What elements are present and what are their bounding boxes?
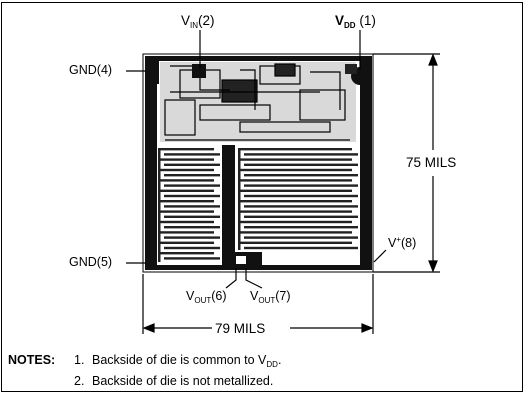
comb-rail <box>158 148 161 262</box>
comb-finger <box>238 148 352 151</box>
comb-finger <box>244 184 358 187</box>
note-number-2: 2. <box>74 374 85 388</box>
comb-finger <box>158 241 214 244</box>
height-arrow-bottom <box>428 260 438 273</box>
comb-finger <box>244 194 358 198</box>
pin-label-gnd4: GND(4) <box>69 63 113 77</box>
comb-finger <box>158 210 214 213</box>
comb-finger <box>244 215 358 218</box>
comb-finger <box>164 226 220 229</box>
comb-finger <box>164 215 220 218</box>
comb-finger <box>244 174 358 177</box>
comb-finger <box>164 205 220 208</box>
vplus-pointer <box>373 249 387 263</box>
pin-label-vout7: VOUT(7) <box>250 289 291 305</box>
note-text-1: Backside of die is common to VDD. <box>92 353 282 369</box>
comb-finger <box>158 189 214 192</box>
notes-block: NOTES: 1. Backside of die is common to VDD… <box>8 352 281 390</box>
dimension-lines <box>142 53 440 334</box>
figure-frame <box>1 2 523 392</box>
comb-finger <box>244 205 358 208</box>
comb-rail <box>238 148 241 250</box>
comb-finger <box>158 200 214 203</box>
comb-finger <box>238 189 352 192</box>
comb-finger <box>158 231 214 234</box>
comb-finger <box>244 246 358 250</box>
vout7-pointer <box>245 268 263 289</box>
comb-finger <box>158 252 214 255</box>
comb-finger <box>238 210 352 213</box>
comb-finger <box>158 220 214 224</box>
width-arrow-left <box>142 323 155 333</box>
pin-label-gnd5: GND(5) <box>69 255 113 269</box>
height-arrow-top <box>428 53 438 66</box>
pin-label-vdd: VDD (1) <box>335 13 376 30</box>
comb-finger <box>158 148 214 151</box>
die-comb-right <box>238 148 358 250</box>
dimension-label-height: 75 MILS <box>404 155 459 170</box>
comb-finger <box>238 158 352 161</box>
comb-finger <box>244 226 358 229</box>
note-row-1: NOTES: 1. Backside of die is common to VDD… <box>8 352 281 373</box>
comb-finger <box>164 246 220 250</box>
note-text-2: Backside of die is not metallized. <box>92 374 274 388</box>
comb-finger <box>158 168 214 172</box>
die-upper-circuitry <box>145 60 369 142</box>
comb-finger <box>164 174 220 177</box>
comb-finger <box>238 200 352 203</box>
comb-finger <box>238 179 352 182</box>
comb-finger <box>244 153 358 156</box>
comb-finger <box>238 168 352 172</box>
die-comb-left <box>158 148 220 262</box>
pin-label-vin: VIN(2) <box>181 13 215 30</box>
note-number-1: 1. <box>74 353 85 367</box>
dimension-label-width: 79 MILS <box>215 321 266 336</box>
vout6-pointer <box>225 268 237 289</box>
vout-pad-gap <box>236 256 246 264</box>
comb-finger <box>164 163 220 166</box>
comb-finger <box>244 236 358 239</box>
comb-finger <box>164 257 220 260</box>
notes-heading: NOTES: <box>8 353 56 367</box>
comb-finger <box>164 236 220 239</box>
pin-label-vplus: V+(8) <box>388 235 417 250</box>
width-arrow-right <box>361 323 374 333</box>
pin-label-vout6: VOUT(6) <box>186 289 227 305</box>
comb-finger <box>164 194 220 198</box>
comb-finger <box>238 220 352 224</box>
comb-finger <box>158 158 214 161</box>
comb-finger <box>158 179 214 182</box>
comb-finger <box>238 241 352 244</box>
note-row-2: 2. Backside of die is not metallized. <box>8 373 281 390</box>
comb-finger <box>244 163 358 166</box>
comb-finger <box>164 153 220 156</box>
die-center-bus <box>222 145 235 265</box>
pointer-lines <box>126 30 387 289</box>
comb-finger <box>164 184 220 187</box>
comb-finger <box>238 231 352 234</box>
